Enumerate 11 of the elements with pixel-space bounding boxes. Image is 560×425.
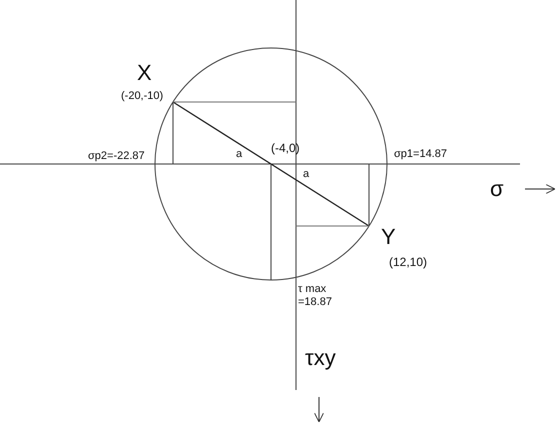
point-label: X [137, 60, 152, 86]
value-label: σp1=14.87 [394, 148, 447, 161]
axis-label: σ [490, 176, 504, 202]
axis-label: τxy [305, 345, 336, 370]
angle-label: a [303, 168, 310, 181]
value-label: τ max =18.87 [298, 283, 333, 308]
angle-label: a [236, 148, 242, 161]
value-label: σp2=-22.87 [88, 150, 145, 163]
coordinate-label: (-20,-10) [121, 90, 164, 103]
point-label: Y [381, 224, 396, 250]
coordinate-label: (12,10) [389, 256, 428, 270]
